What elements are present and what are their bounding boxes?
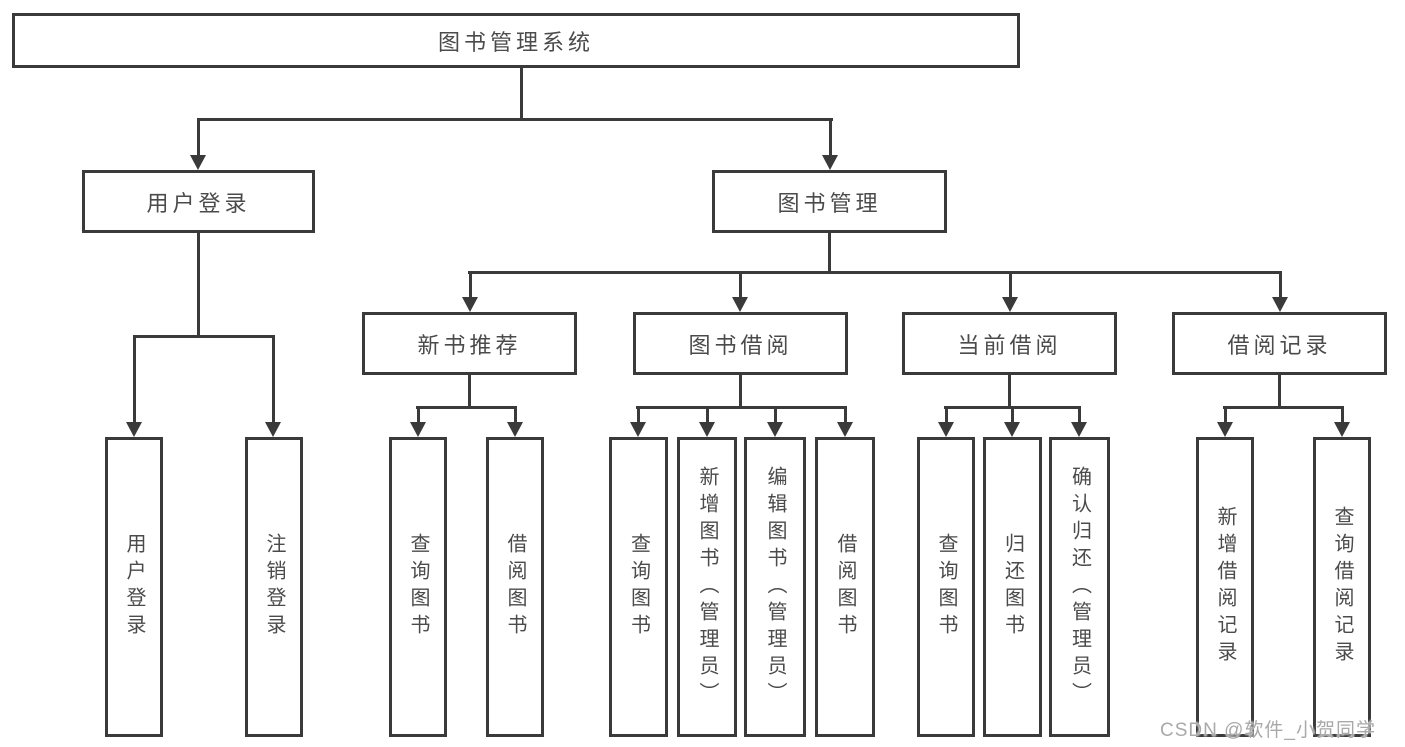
node-library-system: 图书管理系统 <box>12 13 1020 68</box>
leaf-user-login: 用户登录 <box>105 437 163 737</box>
leaf-label: 新增图书（管理员） <box>696 465 718 709</box>
connector-line <box>520 68 523 118</box>
arrow-down <box>630 406 646 437</box>
connector-line <box>468 271 1282 274</box>
leaf-borrow-books-newrec: 借阅图书 <box>486 437 544 737</box>
leaf-borrow-books-borrow: 借阅图书 <box>815 437 875 737</box>
leaf-label: 归还图书 <box>1001 533 1024 641</box>
node-current-borrowing: 当前借阅 <box>902 312 1117 375</box>
connector-line <box>133 335 274 338</box>
arrow-down <box>507 406 523 437</box>
leaf-label: 查询图书 <box>627 533 650 641</box>
leaf-add-book-admin: 新增图书（管理员） <box>677 437 737 737</box>
node-label: 借阅记录 <box>1227 332 1332 358</box>
leaf-confirm-return-admin: 确认归还（管理员） <box>1049 437 1110 737</box>
arrow-down <box>767 406 783 437</box>
arrow-down <box>1004 406 1020 437</box>
connector-line <box>1278 375 1281 408</box>
leaf-query-books-current: 查询图书 <box>917 437 975 737</box>
leaf-edit-book-admin: 编辑图书（管理员） <box>744 437 806 737</box>
node-label: 当前借阅 <box>957 332 1062 358</box>
connector-line <box>828 233 831 273</box>
connector-line <box>197 233 200 335</box>
leaf-query-books-borrow: 查询图书 <box>609 437 668 737</box>
arrow-down <box>410 406 426 437</box>
leaf-label: 借阅图书 <box>834 533 856 641</box>
arrow-down <box>1334 406 1350 437</box>
arrow-down <box>732 271 748 312</box>
node-new-book-recommend: 新书推荐 <box>362 312 577 375</box>
node-user-login: 用户登录 <box>82 170 315 233</box>
leaf-query-books-newrec: 查询图书 <box>389 437 447 737</box>
connector-line <box>416 406 517 409</box>
node-book-management: 图书管理 <box>712 170 947 233</box>
leaf-label: 查询借阅记录 <box>1331 506 1353 668</box>
leaf-query-borrow-record: 查询借阅记录 <box>1313 437 1371 737</box>
csdn-watermark: CSDN @软件_小贺同学 <box>1160 720 1376 741</box>
node-label: 图书管理系统 <box>437 29 594 55</box>
arrow-down <box>837 406 853 437</box>
leaf-add-borrow-record: 新增借阅记录 <box>1196 437 1254 737</box>
node-label: 新书推荐 <box>417 332 522 358</box>
leaf-label: 新增借阅记录 <box>1214 506 1236 668</box>
connector-line <box>636 406 846 409</box>
leaf-label: 查询图书 <box>935 533 957 641</box>
arrow-down <box>190 118 206 170</box>
connector-line <box>1223 406 1344 409</box>
node-label: 图书借阅 <box>688 332 793 358</box>
leaf-label: 注销登录 <box>263 533 285 641</box>
leaf-logout-login: 注销登录 <box>245 437 303 737</box>
arrow-down <box>126 335 142 437</box>
connector-line <box>739 375 742 408</box>
node-label: 图书管理 <box>777 190 882 216</box>
connector-line <box>197 118 833 121</box>
leaf-label: 查询图书 <box>407 533 429 641</box>
leaf-return-books: 归还图书 <box>983 437 1042 737</box>
leaf-label: 编辑图书（管理员） <box>764 465 786 709</box>
arrow-down <box>1272 271 1288 312</box>
leaf-label: 借阅图书 <box>504 533 526 641</box>
arrow-down <box>822 118 838 170</box>
node-borrowing-records: 借阅记录 <box>1172 312 1387 375</box>
arrow-down <box>938 406 954 437</box>
arrow-down <box>699 406 715 437</box>
arrow-down <box>1217 406 1233 437</box>
arrow-down <box>265 335 281 437</box>
node-label: 用户登录 <box>146 190 251 216</box>
leaf-label: 用户登录 <box>123 533 145 641</box>
connector-line <box>468 375 471 408</box>
arrow-down <box>1071 406 1087 437</box>
node-book-borrowing: 图书借阅 <box>633 312 848 375</box>
connector-line <box>1008 375 1011 408</box>
arrow-down <box>462 271 478 312</box>
arrow-down <box>1002 271 1018 312</box>
leaf-label: 确认归还（管理员） <box>1068 465 1091 709</box>
